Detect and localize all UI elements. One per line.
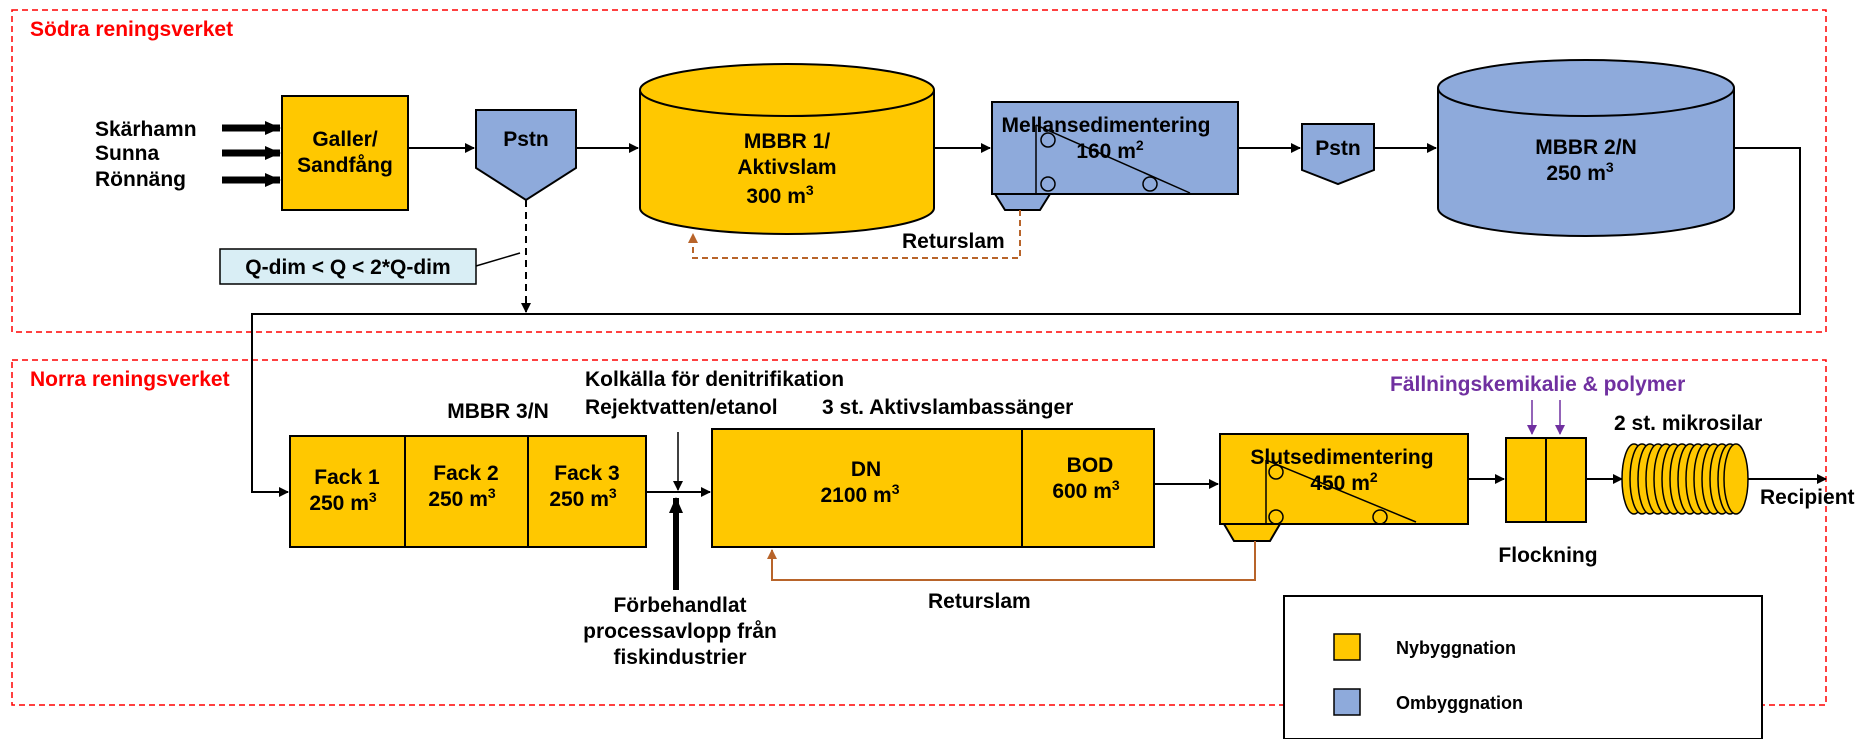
mbbr1-volume: 300 m3	[746, 182, 814, 208]
mbbr2-cylinder-top	[1437, 59, 1735, 117]
mellansed-label: Mellansedimentering	[1002, 114, 1211, 137]
aktivslam-title: 3 st. Aktivslambassänger	[822, 396, 1073, 419]
mellansed-hopper	[993, 193, 1052, 211]
north-zone	[11, 359, 1827, 706]
qdim-box	[219, 248, 477, 285]
dn-box	[711, 428, 1023, 548]
fack-3-box	[527, 435, 647, 548]
fallning-label: Fällningskemikalie & polymer	[1390, 373, 1685, 396]
forbehandlat-1: Förbehandlat	[613, 594, 746, 617]
south-zone	[11, 9, 1827, 333]
flockning-tank-1	[1505, 437, 1547, 523]
mbbr1-cylinder-top	[639, 63, 935, 117]
legend-box	[1283, 595, 1763, 739]
forbehandlat-3: fiskindustrier	[613, 646, 746, 669]
mbbr2-cylinder	[1437, 88, 1735, 237]
slutsed-wheel-2	[1268, 509, 1284, 525]
pstn1-funnel	[475, 109, 577, 202]
pstn1-label: Pstn	[503, 128, 549, 151]
return-sludge-south	[688, 210, 1021, 259]
legend-swatch-rebuild	[1333, 688, 1361, 716]
slutsed-label: Slutsedimentering	[1250, 446, 1433, 469]
flockning-tank-2	[1545, 437, 1587, 523]
legend-swatch-new	[1333, 633, 1361, 661]
recipient-label: Recipient	[1760, 486, 1855, 509]
inflow-label-skarhamn: Skärhamn	[95, 118, 197, 141]
fack-3-name: Fack 3	[554, 462, 619, 485]
forbehandlat-2: processavlopp från	[583, 620, 777, 643]
fack-2-volume: 250 m3	[428, 485, 496, 511]
slutsed-wheel-3	[1372, 509, 1388, 525]
mbbr2-label: MBBR 2/N	[1535, 136, 1637, 159]
slutsed-wheel-1	[1268, 464, 1284, 480]
fack-1-name: Fack 1	[314, 466, 380, 489]
galler-label-2: Sandfång	[297, 154, 393, 177]
mellansed-area: 160 m2	[1076, 137, 1144, 163]
mikrosilar-label: 2 st. mikrosilar	[1614, 412, 1762, 435]
fack-2-box	[404, 435, 529, 548]
fack-3-volume: 250 m3	[549, 485, 617, 511]
slutsed-basin	[1219, 433, 1469, 525]
bod-box	[1021, 428, 1155, 548]
galler-label-1: Galler/	[312, 128, 378, 151]
mellansed-wheel-1	[1040, 132, 1056, 148]
mellansed-scraper	[1035, 124, 1191, 194]
mbbr1-label-2: Aktivslam	[737, 156, 836, 179]
galler-sandfang-box	[281, 95, 409, 211]
mbbr1-label-1: MBBR 1/	[744, 130, 831, 153]
qdim-label: Q-dim < Q < 2*Q-dim	[245, 256, 450, 279]
mbbr1-cylinder	[639, 90, 935, 235]
dn-label: DN	[851, 458, 881, 481]
legend-label-rebuild: Ombyggnation	[1396, 693, 1523, 713]
return-sludge-south-label: Returslam	[902, 230, 1005, 253]
mikrosil-drum	[1621, 443, 1749, 515]
slutsed-scraper	[1265, 459, 1417, 523]
south-zone-title: Södra reningsverket	[30, 18, 233, 41]
qdim-pointer	[475, 252, 521, 267]
return-sludge-north	[767, 541, 1256, 581]
bod-volume: 600 m3	[1052, 477, 1120, 503]
legend-label-new: Nybyggnation	[1396, 638, 1516, 658]
pstn2-label: Pstn	[1315, 137, 1361, 160]
return-sludge-north-label: Returslam	[928, 590, 1031, 613]
flockning-label: Flockning	[1498, 544, 1597, 567]
slutsed-area: 450 m2	[1310, 469, 1378, 495]
bod-label: BOD	[1067, 454, 1114, 477]
inflow-label-sunna: Sunna	[95, 142, 159, 165]
mikrosil-disc-end	[1723, 443, 1749, 515]
dn-volume: 2100 m3	[820, 481, 899, 507]
fack-1-volume: 250 m3	[309, 489, 377, 515]
pstn2-funnel	[1301, 123, 1375, 186]
transfer-line	[251, 147, 1801, 497]
north-zone-title: Norra reningsverket	[30, 368, 230, 391]
slutsed-hopper	[1222, 523, 1282, 542]
mellansed-wheel-2	[1040, 176, 1056, 192]
mbbr3-title: MBBR 3/N	[447, 400, 549, 423]
mbbr2-volume: 250 m3	[1546, 159, 1614, 185]
inflow-label-ronnang: Rönnäng	[95, 168, 186, 191]
kolkalla-label: Kolkälla för denitrifikation	[585, 368, 844, 391]
rejekt-label: Rejektvatten/etanol	[585, 396, 778, 419]
mellansed-wheel-3	[1142, 176, 1158, 192]
fack-2-name: Fack 2	[433, 462, 498, 485]
